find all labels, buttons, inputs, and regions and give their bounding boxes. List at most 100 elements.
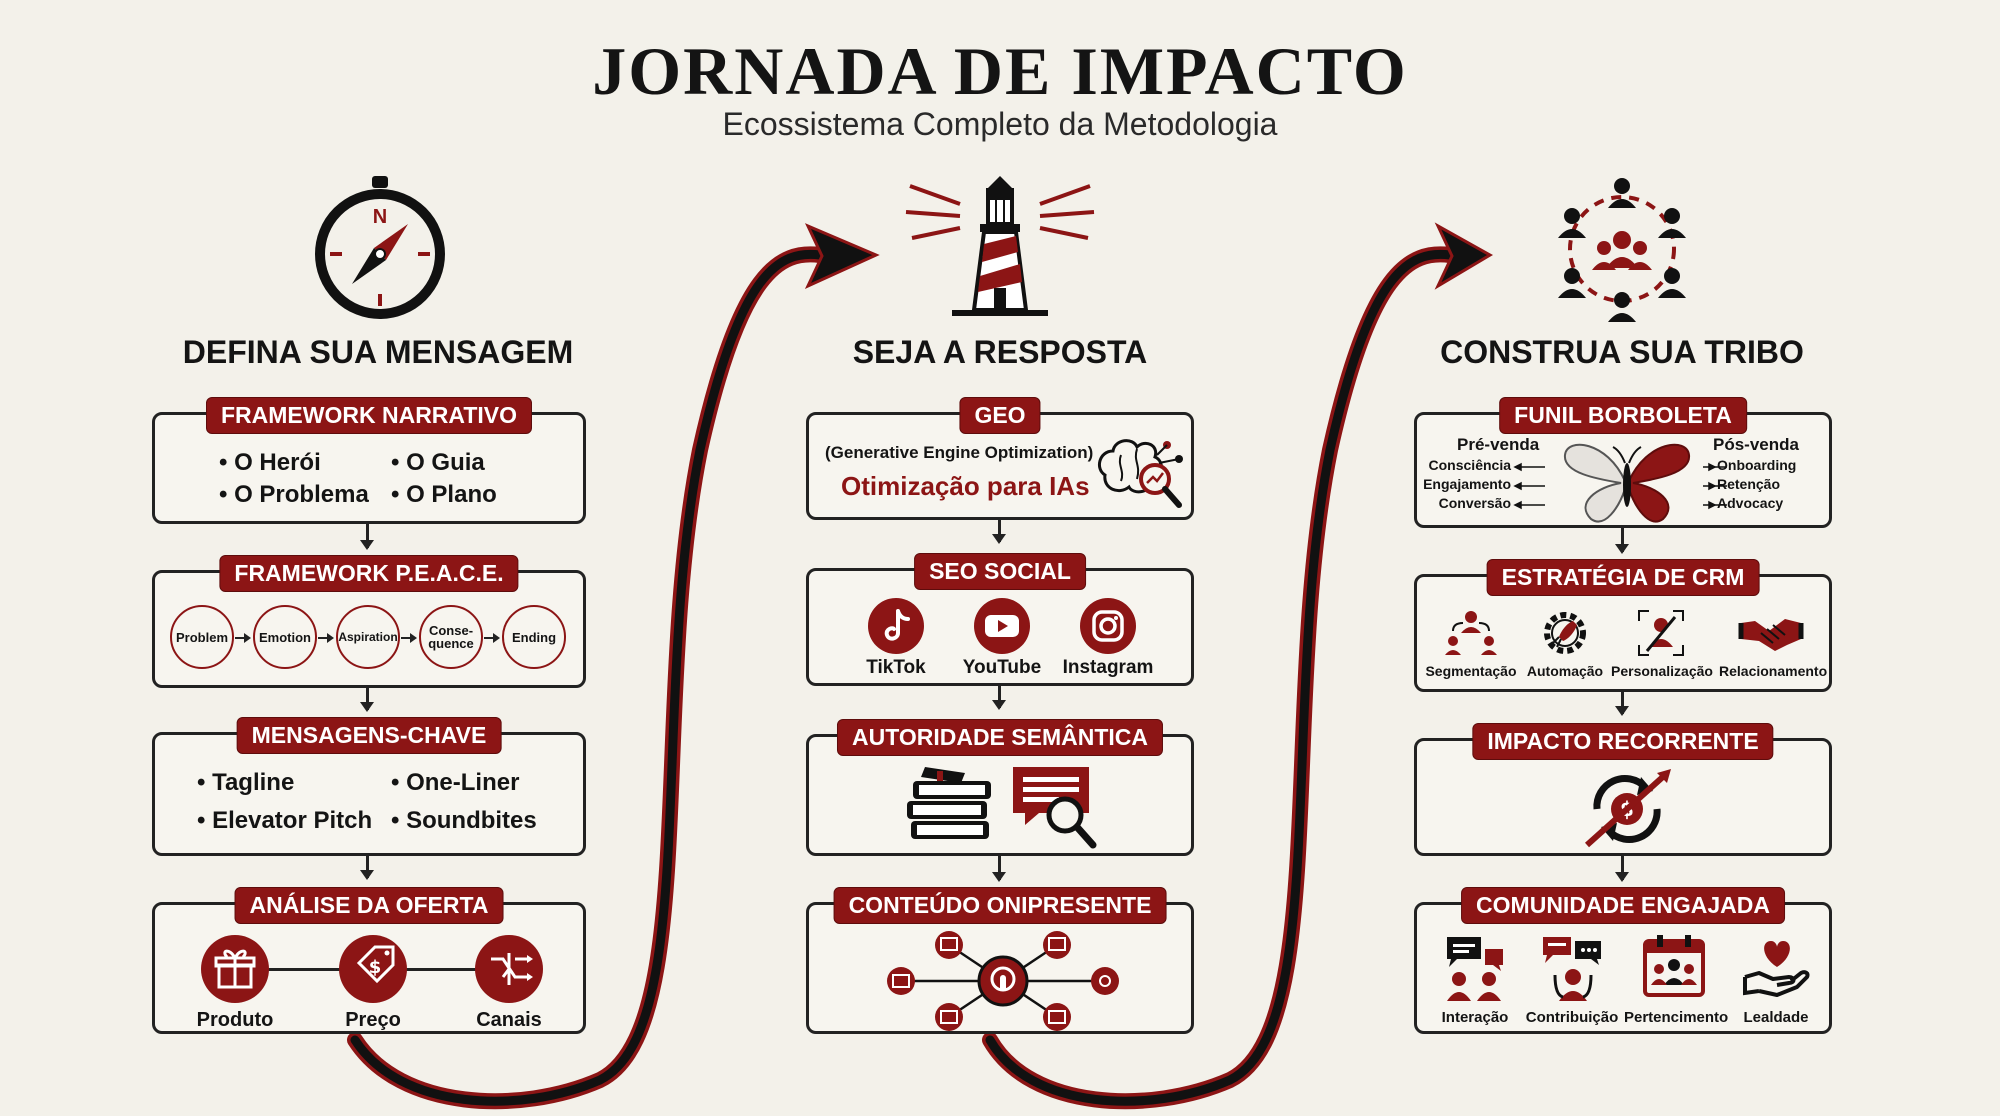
page-title: JORNADA DE IMPACTO [592, 33, 1408, 109]
peace-arrow [318, 633, 334, 643]
brain-search-icon [1097, 439, 1183, 508]
flow-arrow-2 [982, 222, 1494, 1110]
connector [1615, 528, 1629, 554]
banner-conteudo-onipresente: CONTEÚDO ONIPRESENTE [833, 887, 1167, 924]
peace-step-consequence-line2: quence [428, 636, 474, 651]
banner-geo: GEO [959, 397, 1041, 434]
card-framework-narrativo: FRAMEWORK NARRATIVO O Herói O Guia O Pro… [152, 397, 586, 524]
connector [992, 686, 1006, 710]
peace-step-problem-label: Problem [175, 629, 228, 645]
item-elevator-pitch: Elevator Pitch [197, 807, 372, 835]
svg-text:$: $ [369, 957, 382, 978]
personalization-icon [1638, 610, 1684, 656]
youtube-icon [974, 598, 1030, 654]
tiktok-icon [868, 598, 924, 654]
connector [360, 856, 374, 880]
item-o-problema: O Problema [219, 481, 369, 509]
books-icon [907, 767, 991, 839]
geo-description: Otimização para IAs [841, 471, 1090, 501]
banner-analise-oferta: ANÁLISE DA OFERTA [234, 887, 504, 924]
card-geo: GEO (Generative Engine Optimization) Oti… [806, 397, 1194, 520]
card-autoridade-semantica: AUTORIDADE SEMÂNTICA [806, 719, 1194, 856]
card-estrategia-crm: ESTRATÉGIA DE CRM Segmentação Automação … [1414, 559, 1832, 692]
column-heading-build-tribe: CONSTRUA SUA TRIBO [1440, 334, 1804, 370]
card-comunidade-engajada: COMUNIDADE ENGAJADA [1414, 887, 1832, 1034]
label-canais: Canais [476, 1009, 542, 1031]
banner-framework-peace: FRAMEWORK P.E.A.C.E. [219, 555, 519, 592]
recurring-revenue-icon: $ [1584, 769, 1671, 848]
channels-icon [475, 935, 543, 1003]
omnichannel-network-icon [887, 931, 1119, 1031]
peace-step-emotion: Emotion [253, 605, 317, 669]
geo-full-name: (Generative Engine Optimization) [825, 443, 1094, 462]
flow-arrow-1 [347, 223, 880, 1110]
banner-mensagens-chave: MENSAGENS-CHAVE [236, 717, 502, 754]
label-instagram: Instagram [1062, 657, 1154, 678]
item-o-heroi: O Herói [219, 449, 321, 477]
contribution-icon [1543, 937, 1601, 1001]
butterfly-arrows [1513, 462, 1727, 510]
pre-sale-item-consciencia: Consciência [1428, 457, 1511, 473]
item-o-guia: O Guia [391, 449, 485, 477]
card-framework-peace: FRAMEWORK P.E.A.C.E. Problem Emotion Asp… [152, 555, 586, 688]
connector [360, 688, 374, 712]
compass-letter-n: N [372, 206, 388, 228]
connector [992, 520, 1006, 544]
connector [360, 524, 374, 550]
card-seo-social: SEO SOCIAL TikTok YouTube Instagram [806, 553, 1194, 686]
label-pertencimento: Pertencimento [1624, 1009, 1729, 1026]
article-search-icon [1013, 767, 1097, 849]
card-funil-borboleta: FUNIL BORBOLETA Pré-venda Consciência En… [1414, 397, 1832, 528]
connector [992, 856, 1006, 882]
label-relacionamento: Relacionamento [1719, 663, 1828, 679]
compass-icon [315, 176, 445, 319]
label-automacao: Automação [1526, 663, 1604, 679]
connector [1615, 856, 1629, 882]
interaction-icon [1447, 937, 1503, 1001]
label-preco: Preço [345, 1009, 401, 1031]
peace-arrow [401, 633, 417, 643]
card-conteudo-onipresente: CONTEÚDO ONIPRESENTE [806, 887, 1194, 1034]
banner-impacto-recorrente: IMPACTO RECORRENTE [1472, 723, 1774, 760]
peace-arrow [235, 633, 251, 643]
peace-step-consequence-line1: Conse- [428, 623, 474, 638]
label-segmentacao: Segmentação [1425, 663, 1517, 679]
card-impacto-recorrente: IMPACTO RECORRENTE $ [1414, 723, 1832, 856]
peace-step-emotion-label: Emotion [259, 629, 311, 645]
label-youtube: YouTube [962, 657, 1042, 678]
banner-seo-social: SEO SOCIAL [914, 553, 1086, 590]
post-sale-item-onboarding: Onboarding [1717, 457, 1797, 473]
connector [1615, 692, 1629, 716]
banner-estrategia-crm: ESTRATÉGIA DE CRM [1486, 559, 1760, 596]
price-tag-icon: $ [339, 935, 407, 1003]
instagram-icon [1080, 598, 1136, 654]
butterfly-icon [1564, 443, 1690, 523]
handshake-icon [1738, 619, 1804, 651]
item-soundbites: Soundbites [391, 807, 537, 835]
pre-sale-item-engajamento: Engajamento [1423, 476, 1511, 492]
peace-step-ending-label: Ending [511, 629, 557, 645]
segmentation-icon [1445, 611, 1497, 655]
post-sale-heading: Pós-venda [1713, 435, 1799, 454]
column-heading-be-the-answer: SEJA A RESPOSTA [852, 334, 1148, 370]
page-subtitle: Ecossistema Completo da Metodologia [722, 106, 1278, 142]
banner-autoridade-semantica: AUTORIDADE SEMÂNTICA [836, 719, 1164, 756]
post-sale-item-advocacy: Advocacy [1717, 495, 1784, 511]
item-one-liner: One-Liner [391, 769, 519, 797]
gift-icon [201, 935, 269, 1003]
label-contribuicao: Contribuição [1525, 1009, 1619, 1026]
belonging-icon [1643, 935, 1705, 997]
post-sale-item-retencao: Retenção [1717, 476, 1781, 492]
label-interacao: Interação [1441, 1009, 1509, 1026]
lighthouse-icon [905, 176, 1095, 316]
label-lealdade: Lealdade [1743, 1009, 1809, 1026]
rocket-gear-icon [1544, 612, 1586, 654]
banner-comunidade-engajada: COMUNIDADE ENGAJADA [1461, 887, 1785, 924]
banner-framework-narrativo: FRAMEWORK NARRATIVO [206, 397, 532, 434]
peace-arrow [484, 633, 500, 643]
peace-step-consequence: Conse-quence [419, 605, 483, 669]
label-tiktok: TikTok [866, 657, 926, 678]
loyalty-icon [1743, 941, 1810, 997]
column-heading-define-message: DEFINA SUA MENSAGEM [182, 334, 574, 370]
